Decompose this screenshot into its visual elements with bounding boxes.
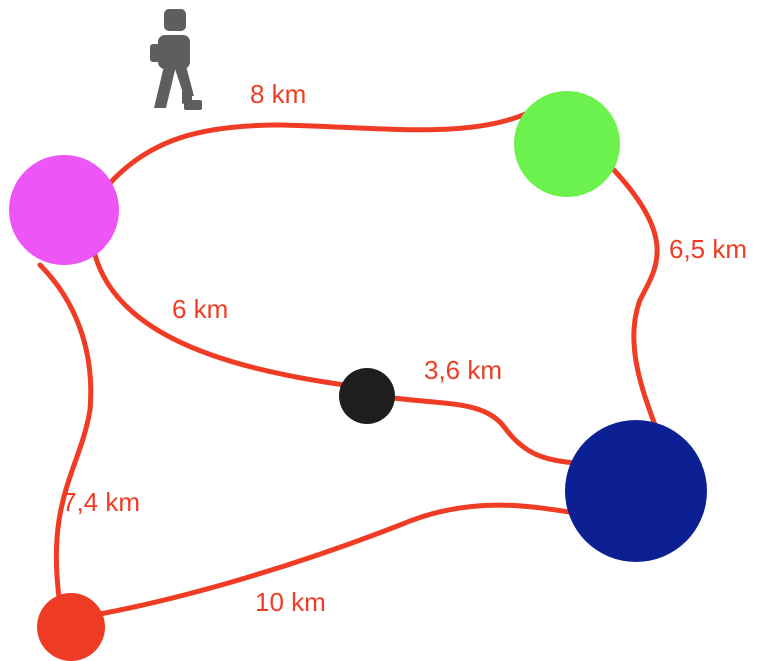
node-black — [339, 368, 395, 424]
distance-label: 6 km — [172, 294, 228, 324]
distance-label: 7,4 km — [62, 487, 140, 517]
distance-label: 6,5 km — [669, 234, 747, 264]
edge-red-navy — [97, 502, 595, 617]
edge-black-navy — [382, 394, 578, 466]
route-edges — [37, 109, 660, 617]
edge-magenta-red — [37, 262, 94, 608]
node-green — [514, 91, 620, 197]
distance-label: 10 km — [255, 587, 326, 617]
edge-magenta-black — [92, 252, 348, 388]
node-magenta — [9, 155, 119, 265]
edge-green-navy — [609, 165, 660, 428]
distance-label: 3,6 km — [424, 355, 502, 385]
route-nodes — [9, 91, 707, 661]
node-red — [37, 593, 105, 661]
node-navy — [565, 420, 707, 562]
distance-label: 8 km — [250, 79, 306, 109]
walking-person-icon — [150, 9, 202, 110]
distance-labels: 8 km 6,5 km 6 km 3,6 km 7,4 km 10 km — [62, 79, 747, 617]
edge-magenta-green — [107, 109, 533, 186]
